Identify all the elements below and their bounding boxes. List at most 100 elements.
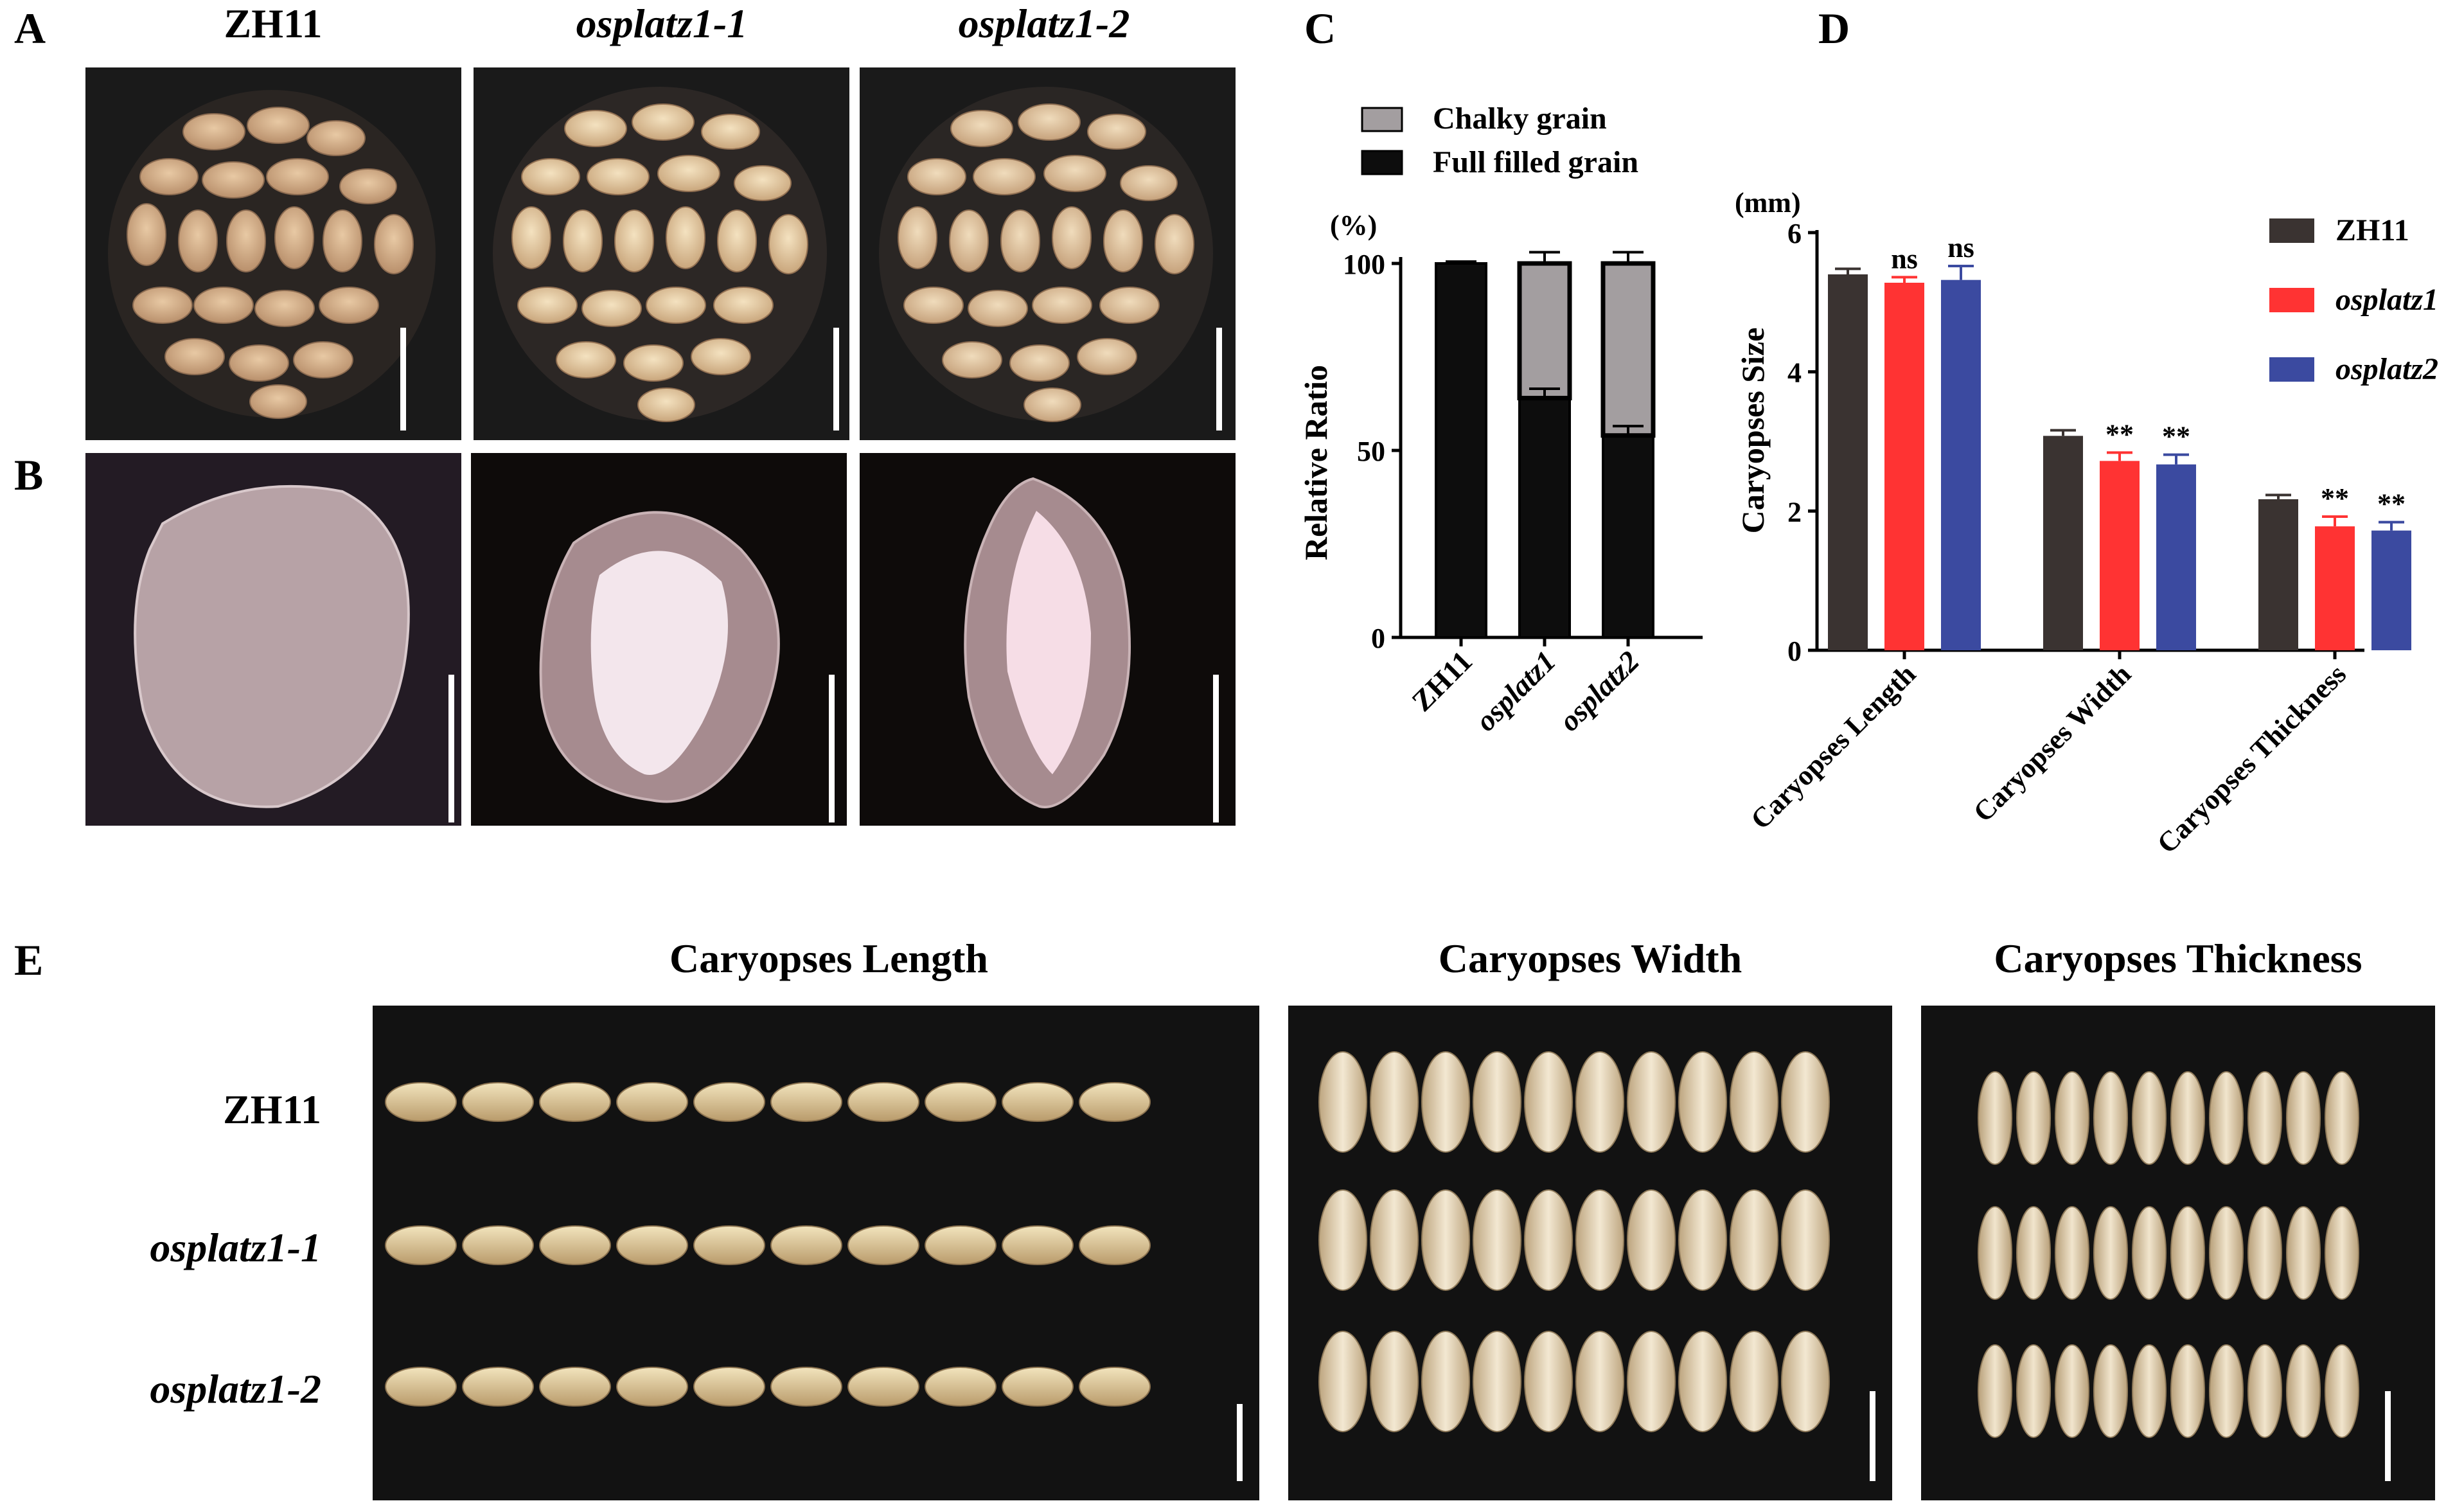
grain [1524, 1189, 1573, 1291]
grain [1002, 1367, 1074, 1407]
grain [1421, 1331, 1470, 1432]
grain [1421, 1051, 1470, 1153]
grain [1781, 1331, 1830, 1432]
x-tick-label: Caryopses Width [1967, 658, 2137, 828]
grain [539, 1367, 611, 1407]
grain [1473, 1331, 1521, 1432]
legend-label: osplatz2 [2335, 352, 2438, 386]
caryopses-width-photo [1288, 1006, 1892, 1500]
x-tick-label: Caryopses Thickness [2151, 658, 2352, 859]
grain [1730, 1189, 1778, 1291]
grain [1978, 1344, 2012, 1438]
grain [847, 1082, 919, 1122]
grain [2016, 1206, 2051, 1300]
grain-photo-osplatz1-2 [860, 67, 1236, 440]
grain [2209, 1071, 2244, 1165]
length-grains-illustration [385, 1082, 1151, 1407]
grain [1575, 1051, 1624, 1153]
grain-cluster-illustration [493, 87, 827, 422]
e-title-length: Caryopses Length [669, 936, 989, 981]
grain [770, 1082, 842, 1122]
grain [1781, 1189, 1830, 1291]
grain [616, 1082, 688, 1122]
grain [2016, 1344, 2051, 1438]
grain [1370, 1189, 1419, 1291]
grain [847, 1367, 919, 1407]
e-row-label-osplatz1-2: osplatz1-2 [150, 1366, 321, 1412]
significance-annotation: ns [1891, 243, 1918, 274]
cross-section-illustration [134, 484, 410, 808]
grain [1730, 1051, 1778, 1153]
grain [1978, 1071, 2012, 1165]
legend-label: ZH11 [2335, 213, 2409, 247]
grain [1627, 1331, 1676, 1432]
grain-cluster-illustration [879, 87, 1213, 422]
grain [925, 1225, 997, 1265]
x-tick-label: Caryopses Length [1744, 658, 1922, 835]
cross-section-photo-zh11 [85, 453, 461, 826]
bar-ZH11 [1828, 274, 1868, 650]
x-tick-label: osplatz2 [1553, 644, 1646, 738]
scale-bar [833, 328, 839, 431]
significance-annotation: ** [2105, 418, 2134, 450]
grain [693, 1367, 765, 1407]
column-title-osplatz1-1: osplatz1-1 [576, 1, 748, 46]
cross-section-photo-osplatz1-2 [860, 453, 1236, 826]
cross-section-photo-osplatz1-1 [471, 453, 847, 826]
y-axis-label-c: Relative Ratio [1298, 365, 1334, 560]
grain [2170, 1071, 2205, 1165]
panel-letter-a: A [14, 4, 46, 53]
bars-c [1435, 251, 1656, 639]
grain [385, 1225, 457, 1265]
bar-chalky [1600, 261, 1656, 438]
grain [1002, 1225, 1074, 1265]
grain [1575, 1189, 1624, 1291]
significance-annotation: ns [1947, 232, 1974, 263]
scale-bar [1870, 1391, 1875, 1481]
grain [1473, 1189, 1521, 1291]
grain [2325, 1344, 2359, 1438]
scale-bar [448, 675, 454, 822]
grain [1318, 1189, 1367, 1291]
grain [2170, 1344, 2205, 1438]
grain [1678, 1189, 1727, 1291]
grain [1524, 1331, 1573, 1432]
grain [539, 1225, 611, 1265]
y-tick-label: 4 [1787, 357, 1802, 389]
grain [2325, 1206, 2359, 1300]
bar-osplatz1 [1884, 283, 1924, 650]
grain [2209, 1344, 2244, 1438]
grain [1627, 1189, 1676, 1291]
legend-swatch-full [1361, 150, 1403, 175]
width-grains-illustration [1318, 1051, 1830, 1432]
grain [2093, 1071, 2128, 1165]
bar-osplatz1 [2100, 461, 2140, 650]
grain [847, 1225, 919, 1265]
grain [1370, 1051, 1419, 1153]
y-tick-label: 50 [1357, 436, 1385, 467]
grain [1575, 1331, 1624, 1432]
grain [770, 1367, 842, 1407]
grain [616, 1367, 688, 1407]
x-tick-label: osplatz1 [1469, 644, 1563, 738]
y-tick-label: 6 [1787, 218, 1802, 249]
panel-letter-d: D [1818, 4, 1850, 53]
grain [1730, 1331, 1778, 1432]
bar-chalky [1517, 261, 1572, 401]
grain-photo-zh11 [85, 67, 461, 440]
grain [616, 1225, 688, 1265]
scale-bar [1237, 1404, 1243, 1481]
legend-swatch [2269, 288, 2314, 312]
grain [1627, 1051, 1676, 1153]
scale-bar [400, 328, 406, 431]
column-title-zh11: ZH11 [224, 1, 323, 46]
unit-label-c: (%) [1330, 209, 1377, 241]
grain [2055, 1344, 2089, 1438]
grain [2132, 1344, 2167, 1438]
grain [925, 1082, 997, 1122]
grain [1318, 1331, 1367, 1432]
chart-c: Chalky grain Full filled grain (%) Relat… [1298, 102, 1703, 738]
significance-annotation: ** [2377, 488, 2406, 520]
